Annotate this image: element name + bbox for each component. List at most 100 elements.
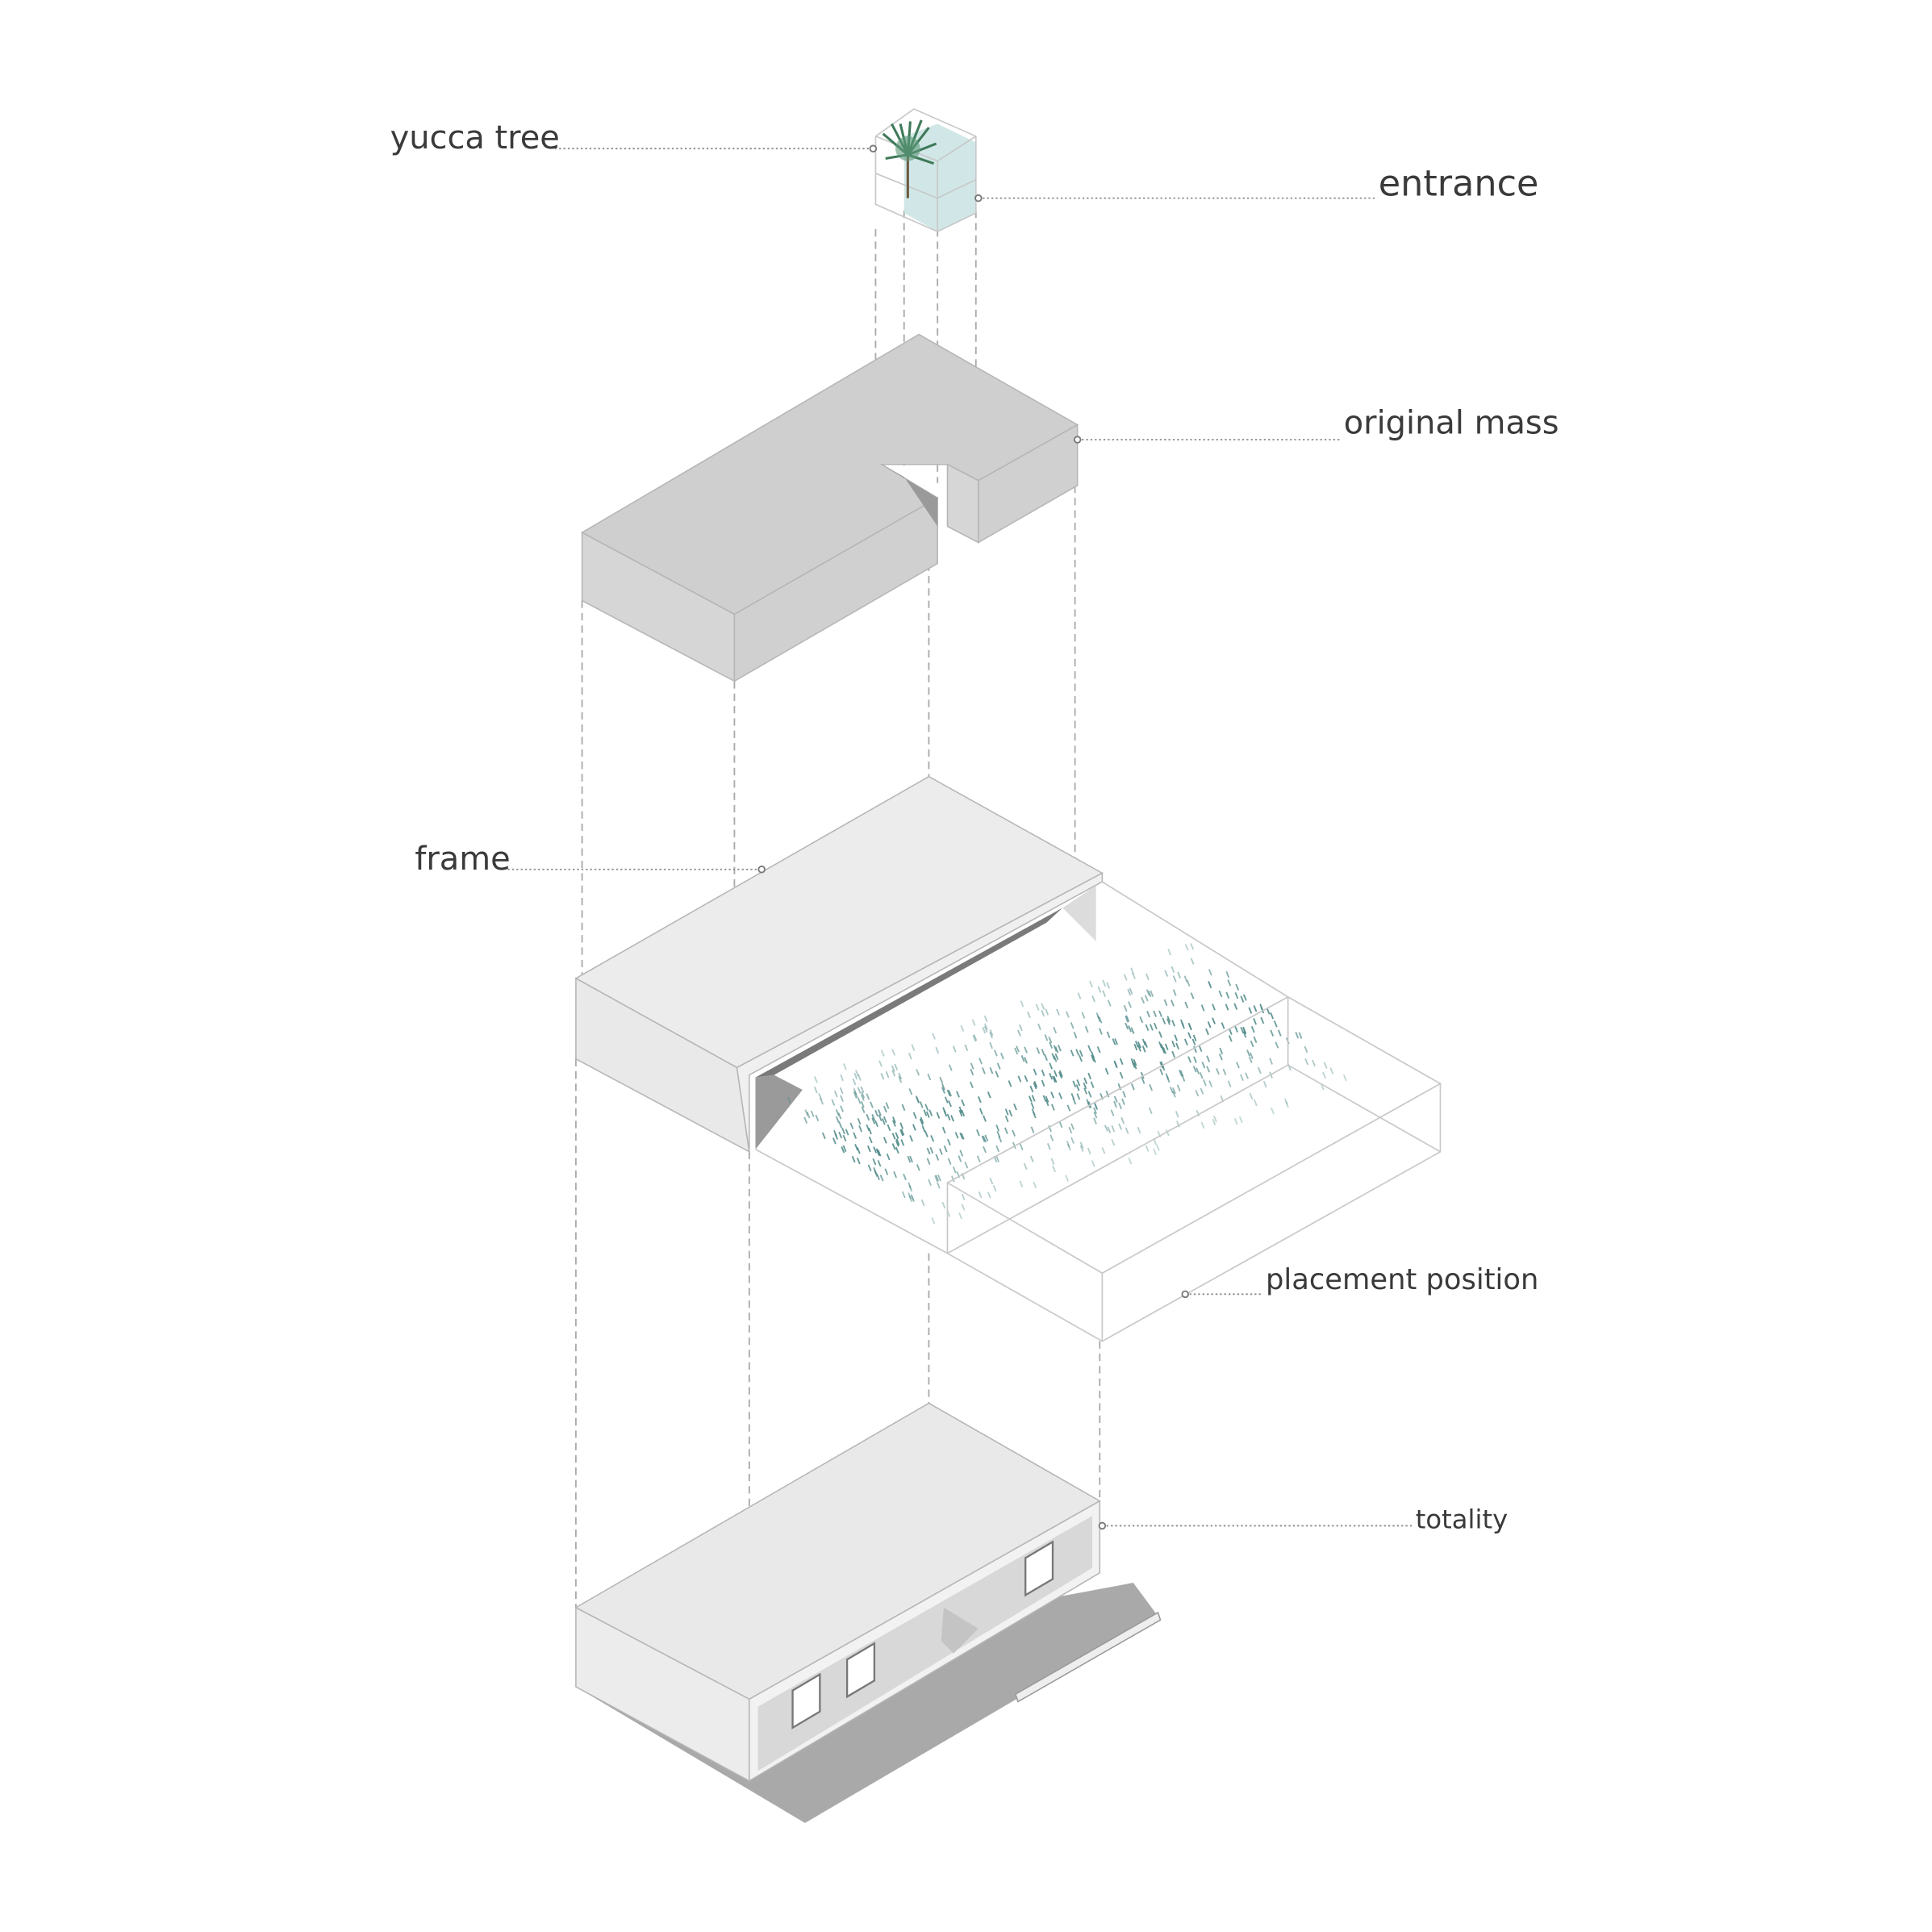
rain-dash [1087,1091,1092,1098]
rain-dash [1016,1045,1020,1053]
rain-dash [996,1062,1001,1070]
rain-dash [1087,1045,1092,1052]
rain-dash [1249,1052,1254,1059]
rain-dash [1181,1074,1186,1082]
rain-dash [1058,1045,1062,1052]
rain-dash [860,1094,865,1101]
rain-dash [984,1023,988,1030]
rain-dash [970,1068,974,1076]
rain-dash [857,1087,862,1094]
rain-dash [1032,1111,1037,1119]
rain-dash [900,1139,905,1146]
rain-dash [853,1091,858,1098]
rain-dash [1181,1022,1185,1029]
placement-position-box [755,881,1442,1342]
rain-dash [831,1099,836,1106]
totality-building [574,1402,1162,1823]
rain-dash [941,1087,945,1094]
rain-dash [989,1029,994,1037]
rain-dash [810,1110,815,1117]
rain-dash [891,1049,896,1056]
rain-dash [1133,1062,1137,1070]
rain-dash [1075,1084,1080,1091]
rain-dash [1004,1115,1009,1123]
rain-dash [832,1137,837,1145]
rain-dash [941,1201,946,1209]
rain-dash [1089,980,1093,988]
rain-dash [852,1078,857,1086]
rain-dash [1156,1144,1160,1151]
rain-dash [935,1046,940,1054]
rain-dash [878,1114,883,1122]
rain-dash [924,1104,929,1111]
label-text: frame [415,841,510,878]
rain-dash [946,1089,951,1096]
rain-dash [837,1112,842,1120]
rain-dash [1041,1009,1045,1017]
rain-dash [1159,1068,1164,1076]
rain-dash [1101,1147,1106,1154]
rain-dash [883,1105,887,1113]
rain-dash [950,1175,955,1183]
rain-dash [840,1074,844,1082]
rain-dash [987,1191,991,1199]
rain-dash [1083,1082,1087,1090]
rain-dash [992,1184,997,1192]
rain-dash [891,1070,896,1077]
rain-dash [976,1129,980,1137]
rain-dash [821,1132,826,1140]
rain-dash [1024,1074,1029,1083]
rain-dash [1070,1049,1074,1057]
rain-dash [1075,1049,1080,1056]
rain-dash [981,1135,986,1142]
rain-dash [1050,1104,1055,1111]
rain-dash [900,1129,905,1136]
rain-dash [927,1073,932,1081]
rain-dash [901,1191,906,1199]
rain-dash [1184,1001,1189,1009]
rain-dash [1213,1115,1217,1123]
rain-dash [1225,1004,1229,1011]
rain-dash [899,1122,904,1129]
rain-dash [921,1125,926,1133]
rain-dash [910,1194,915,1201]
rain-dash [1129,987,1133,995]
rain-dash [1234,992,1239,999]
rain-dash [1145,1024,1150,1032]
rain-dash [916,1164,920,1171]
rain-dash [1056,1008,1060,1016]
rain-dash [1260,1006,1265,1014]
rain-dash [899,1129,904,1137]
yucca-entrance-box [874,108,977,233]
rain-dash [1118,1102,1123,1110]
rain-dash [1190,958,1195,965]
rain-dash [977,1095,982,1104]
rain-dash [843,1063,847,1070]
rain-dash [856,1147,861,1154]
rain-dash [1053,1055,1058,1062]
rain-dash [1113,1095,1118,1103]
rain-dash [1044,1034,1049,1041]
rain-dash [944,1096,949,1104]
rain-dash [912,1112,917,1120]
rain-dash [894,1063,899,1070]
rain-dash [838,1121,843,1129]
rain-dash [882,1118,886,1125]
rain-dash [1177,971,1181,979]
rain-dash [892,1120,896,1127]
window-icons [791,1540,1054,1730]
rain-dash [1081,1012,1086,1019]
rain-dash [1028,1095,1033,1103]
rain-dash [1130,1027,1135,1034]
rain-dash [840,1095,844,1102]
rain-dash [820,1098,824,1105]
rain-dash [1114,1038,1119,1045]
rain-dash [958,1212,962,1220]
rain-dash [855,1070,859,1077]
rain-dash [1236,1062,1240,1069]
rain-dash [1269,1058,1273,1065]
label-entrance: entrance [974,164,1538,205]
rain-dash [1153,1148,1158,1156]
rain-dash [1090,1081,1095,1088]
rain-dash [1137,1041,1141,1049]
